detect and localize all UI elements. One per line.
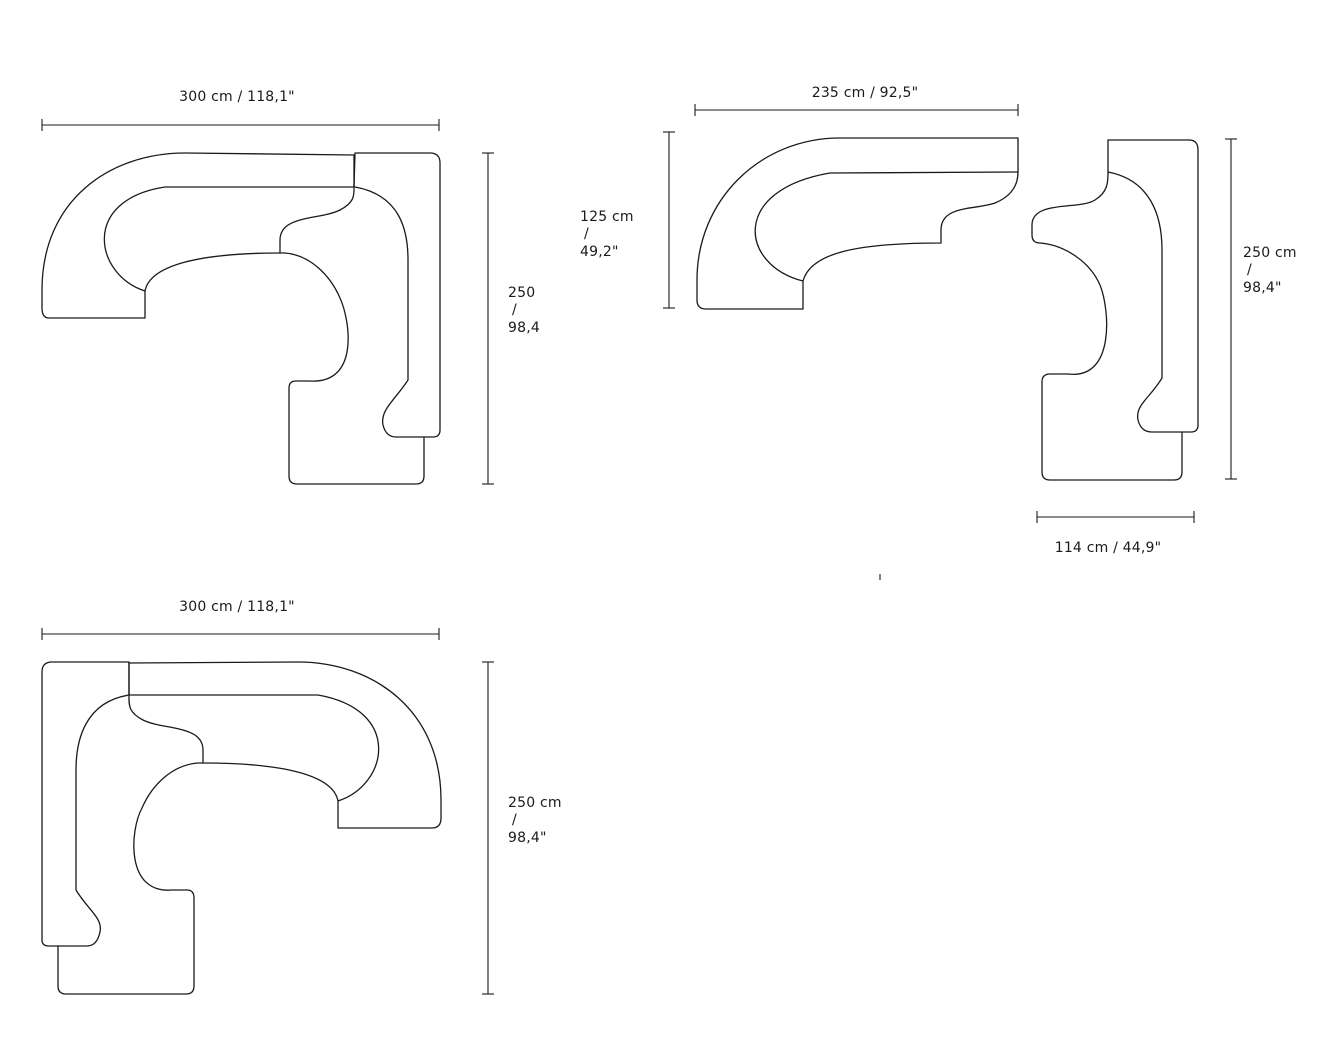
sofa-module-corner-bottom-left <box>41 661 204 995</box>
width-dimension-bottom-left: 300 cm / 118,1" <box>41 599 440 640</box>
right-height-label-line-3: 98,4" <box>1243 280 1282 296</box>
right-height-label-line-2: / <box>1247 262 1252 278</box>
sofa-seat-line-top-left <box>354 186 425 438</box>
right-height-label-line-1: 250 cm <box>1243 245 1297 261</box>
sofa-seat-line-top-right <box>1107 171 1183 433</box>
right-height-dimension-top-right: 250 cm / 98,4" <box>1225 138 1297 480</box>
height-label-line-1: 250 cm <box>508 795 562 811</box>
height-dimension-bottom-left: 250 cm / 98,4" <box>482 661 562 995</box>
width-dimension-top-right: 235 cm / 92,5" <box>694 85 1019 116</box>
sofa-module-curved-top-left <box>41 152 355 319</box>
left-height-label-line-2: / <box>584 226 589 242</box>
width-label-top-right: 235 cm / 92,5" <box>812 85 919 101</box>
sofa-seam-top-right <box>802 171 1019 282</box>
height-dimension-top-left: 250 / 98,4 <box>482 152 540 485</box>
sofa-module-curved-top-right <box>696 137 1019 310</box>
sofa-module-corner-top-right <box>1031 139 1199 481</box>
width-label-top-left: 300 cm / 118,1" <box>179 89 295 105</box>
sofa-module-corner-top-left <box>279 152 441 485</box>
left-height-dimension-top-right: 125 cm / 49,2" <box>580 131 675 309</box>
height-label-line-2: / <box>512 302 517 318</box>
sofa-seam-bottom-left <box>202 762 339 802</box>
left-height-label-line-3: 49,2" <box>580 244 619 260</box>
height-label-line-3: 98,4 <box>508 320 540 336</box>
bottom-width-label-top-right: 114 cm / 44,9" <box>1055 540 1162 556</box>
sofa-seam-top-left <box>144 252 281 292</box>
height-label-line-1: 250 <box>508 285 535 301</box>
left-height-label-line-1: 125 cm <box>580 209 634 225</box>
drawing-top-right: 235 cm / 92,5" 125 cm / 49,2" 250 cm / 9… <box>580 85 1297 556</box>
bottom-width-dimension-top-right: 114 cm / 44,9" <box>1036 511 1195 556</box>
drawing-top-left: 300 cm / 118,1" 250 / 98,4 <box>41 89 540 485</box>
height-label-line-2: / <box>512 812 517 828</box>
sofa-seat-line-bottom-left <box>57 694 130 947</box>
drawing-bottom-left: 300 cm / 118,1" 250 cm / 98,4" <box>41 599 562 995</box>
width-label-bottom-left: 300 cm / 118,1" <box>179 599 295 615</box>
sofa-module-curved-bottom-left <box>128 661 442 829</box>
width-dimension-top-left: 300 cm / 118,1" <box>41 89 440 131</box>
height-label-line-3: 98,4" <box>508 830 547 846</box>
